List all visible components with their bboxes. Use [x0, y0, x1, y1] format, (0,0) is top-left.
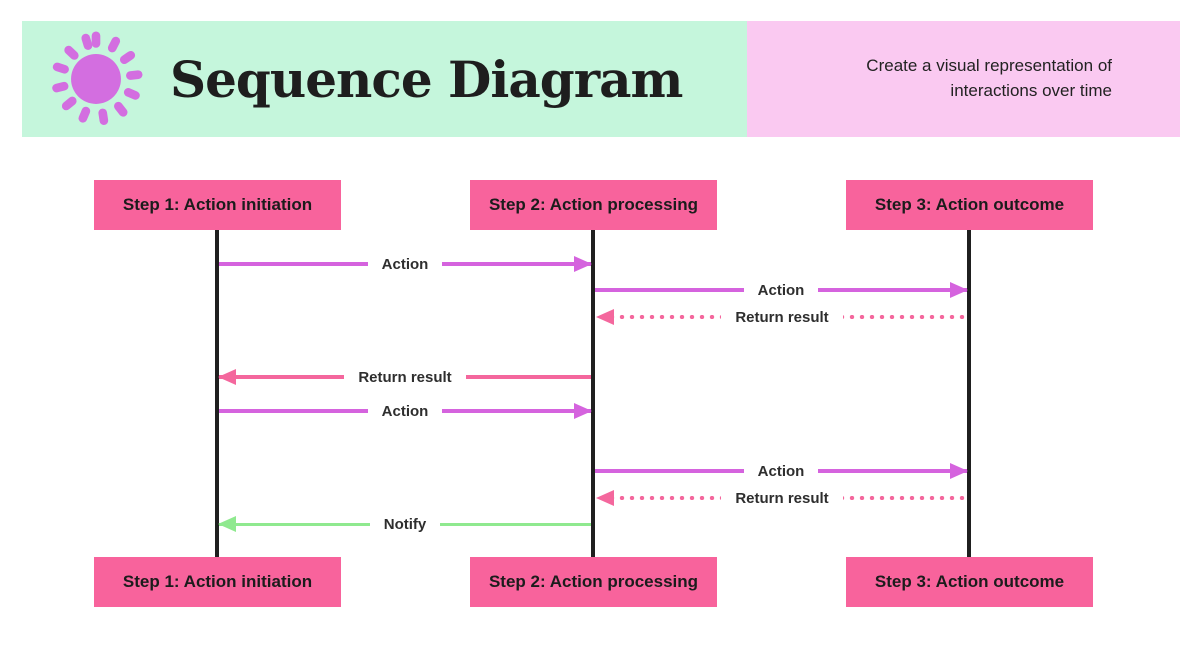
message-arrow-7-return-result: Return result [596, 488, 967, 508]
actor-box-step2-bottom: Step 2: Action processing [470, 557, 717, 607]
message-arrow-8-notify: Notify [218, 514, 591, 534]
message-label: Action [367, 255, 443, 273]
message-label: Return result [721, 308, 843, 326]
actor-box-step3-top: Step 3: Action outcome [846, 180, 1093, 230]
page-subtitle: Create a visual representation of intera… [866, 56, 1112, 100]
message-arrow-5-action: Action [219, 401, 592, 421]
actor-box-label: Step 3: Action outcome [874, 195, 1065, 214]
sun-icon [48, 31, 144, 127]
message-label: Action [367, 402, 443, 420]
arrow-head [596, 490, 614, 506]
actor-box-label: Step 2: Action processing [488, 572, 699, 591]
message-label: Return result [721, 489, 843, 507]
page-banner: Sequence Diagram Create a visual represe… [22, 21, 1180, 137]
arrow-head [218, 369, 236, 385]
arrow-head [574, 256, 592, 272]
message-label: Notify [369, 515, 441, 533]
banner-green-section: Sequence Diagram [22, 21, 747, 137]
lifeline-step3 [967, 205, 971, 582]
actor-box-step3-bottom: Step 3: Action outcome [846, 557, 1093, 607]
message-arrow-1-action: Action [219, 254, 592, 274]
page-title: Sequence Diagram [170, 49, 683, 109]
lifeline-step2 [591, 205, 595, 582]
message-label: Action [743, 281, 819, 299]
arrow-head [218, 516, 236, 532]
actor-box-step2-top: Step 2: Action processing [470, 180, 717, 230]
message-label: Return result [344, 368, 466, 386]
actor-box-label: Step 1: Action initiation [122, 195, 313, 214]
message-label: Action [743, 462, 819, 480]
message-arrow-3-return-result: Return result [596, 307, 967, 327]
arrow-head [950, 282, 968, 298]
actor-box-label: Step 2: Action processing [488, 195, 699, 214]
actor-box-label: Step 3: Action outcome [874, 572, 1065, 591]
lifeline-step1 [215, 205, 219, 582]
message-arrow-4-return-result: Return result [218, 367, 591, 387]
arrow-head [950, 463, 968, 479]
arrow-head [574, 403, 592, 419]
actor-box-step1-bottom: Step 1: Action initiation [94, 557, 341, 607]
actor-box-label: Step 1: Action initiation [122, 572, 313, 591]
banner-pink-section: Create a visual representation of intera… [747, 21, 1180, 137]
message-arrow-6-action: Action [595, 461, 968, 481]
message-arrow-2-action: Action [595, 280, 968, 300]
actor-box-step1-top: Step 1: Action initiation [94, 180, 341, 230]
arrow-head [596, 309, 614, 325]
